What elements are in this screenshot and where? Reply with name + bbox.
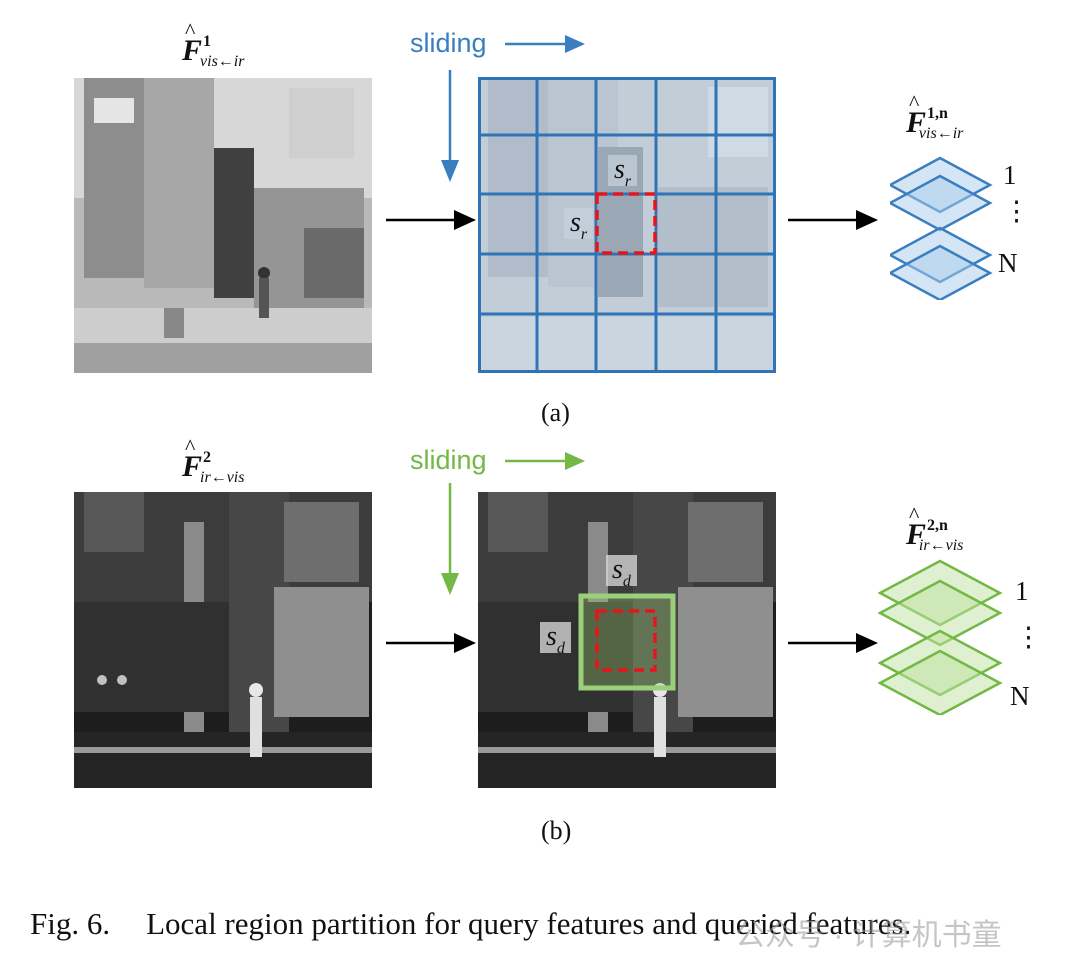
panel-b-output-symbol: ^ F2,nir←vis <box>906 502 964 554</box>
panel-a-input-image <box>74 78 372 373</box>
panel-b-stack-last: N <box>1010 681 1030 711</box>
panel-b-arrow-out <box>788 633 878 653</box>
panel-a-grid-image <box>478 77 776 373</box>
panel-a-output-symbol: ^ F1,nvis←ir <box>906 90 964 142</box>
panel-a-window-size-left: sr <box>564 207 594 243</box>
panel-a-sliding-down-arrow <box>441 70 459 182</box>
panel-b-input-image <box>74 492 372 788</box>
panel-a-stack-last: N <box>998 248 1018 278</box>
panel-a-feature-stack <box>890 156 993 300</box>
panel-b-input-symbol: ^ F2ir←vis <box>182 434 245 486</box>
panel-b-stack-first: 1 <box>1015 576 1029 606</box>
panel-b-feature-stack <box>878 559 1003 715</box>
watermark: 公众号 · 计算机书童 <box>735 919 1002 952</box>
panel-b-sliding-right-arrow <box>505 452 585 470</box>
panel-b-sliding-down-arrow <box>441 483 459 595</box>
panel-b-sliding-label: sliding <box>410 445 487 475</box>
panel-b-arrow-in <box>386 633 476 653</box>
panel-a-stack-dots: ⋮ <box>1003 196 1030 226</box>
panel-b-window-image <box>478 492 776 788</box>
panel-a-input-symbol: ^ F1vis←ir <box>182 18 245 70</box>
panel-b-caption: (b) <box>541 816 572 845</box>
panel-a-window-size-top: sr <box>608 154 638 190</box>
panel-a-sliding-label: sliding <box>410 28 487 58</box>
panel-a-arrow-out <box>788 210 878 230</box>
figure-number: Fig. 6. <box>30 906 111 941</box>
panel-b-window-size-top: sd <box>606 554 637 590</box>
figure-caption: Fig. 6. Local region partition for query … <box>30 906 911 942</box>
panel-a-sliding-right-arrow <box>505 35 585 53</box>
panel-a-stack-first: 1 <box>1003 160 1017 190</box>
panel-b-stack-dots: ⋮ <box>1015 622 1042 652</box>
panel-b-window-size-left: sd <box>540 621 571 657</box>
panel-a-arrow-in <box>386 210 476 230</box>
figure-caption-text: Local region partition for query feature… <box>146 906 912 941</box>
panel-a-caption: (a) <box>541 398 570 427</box>
